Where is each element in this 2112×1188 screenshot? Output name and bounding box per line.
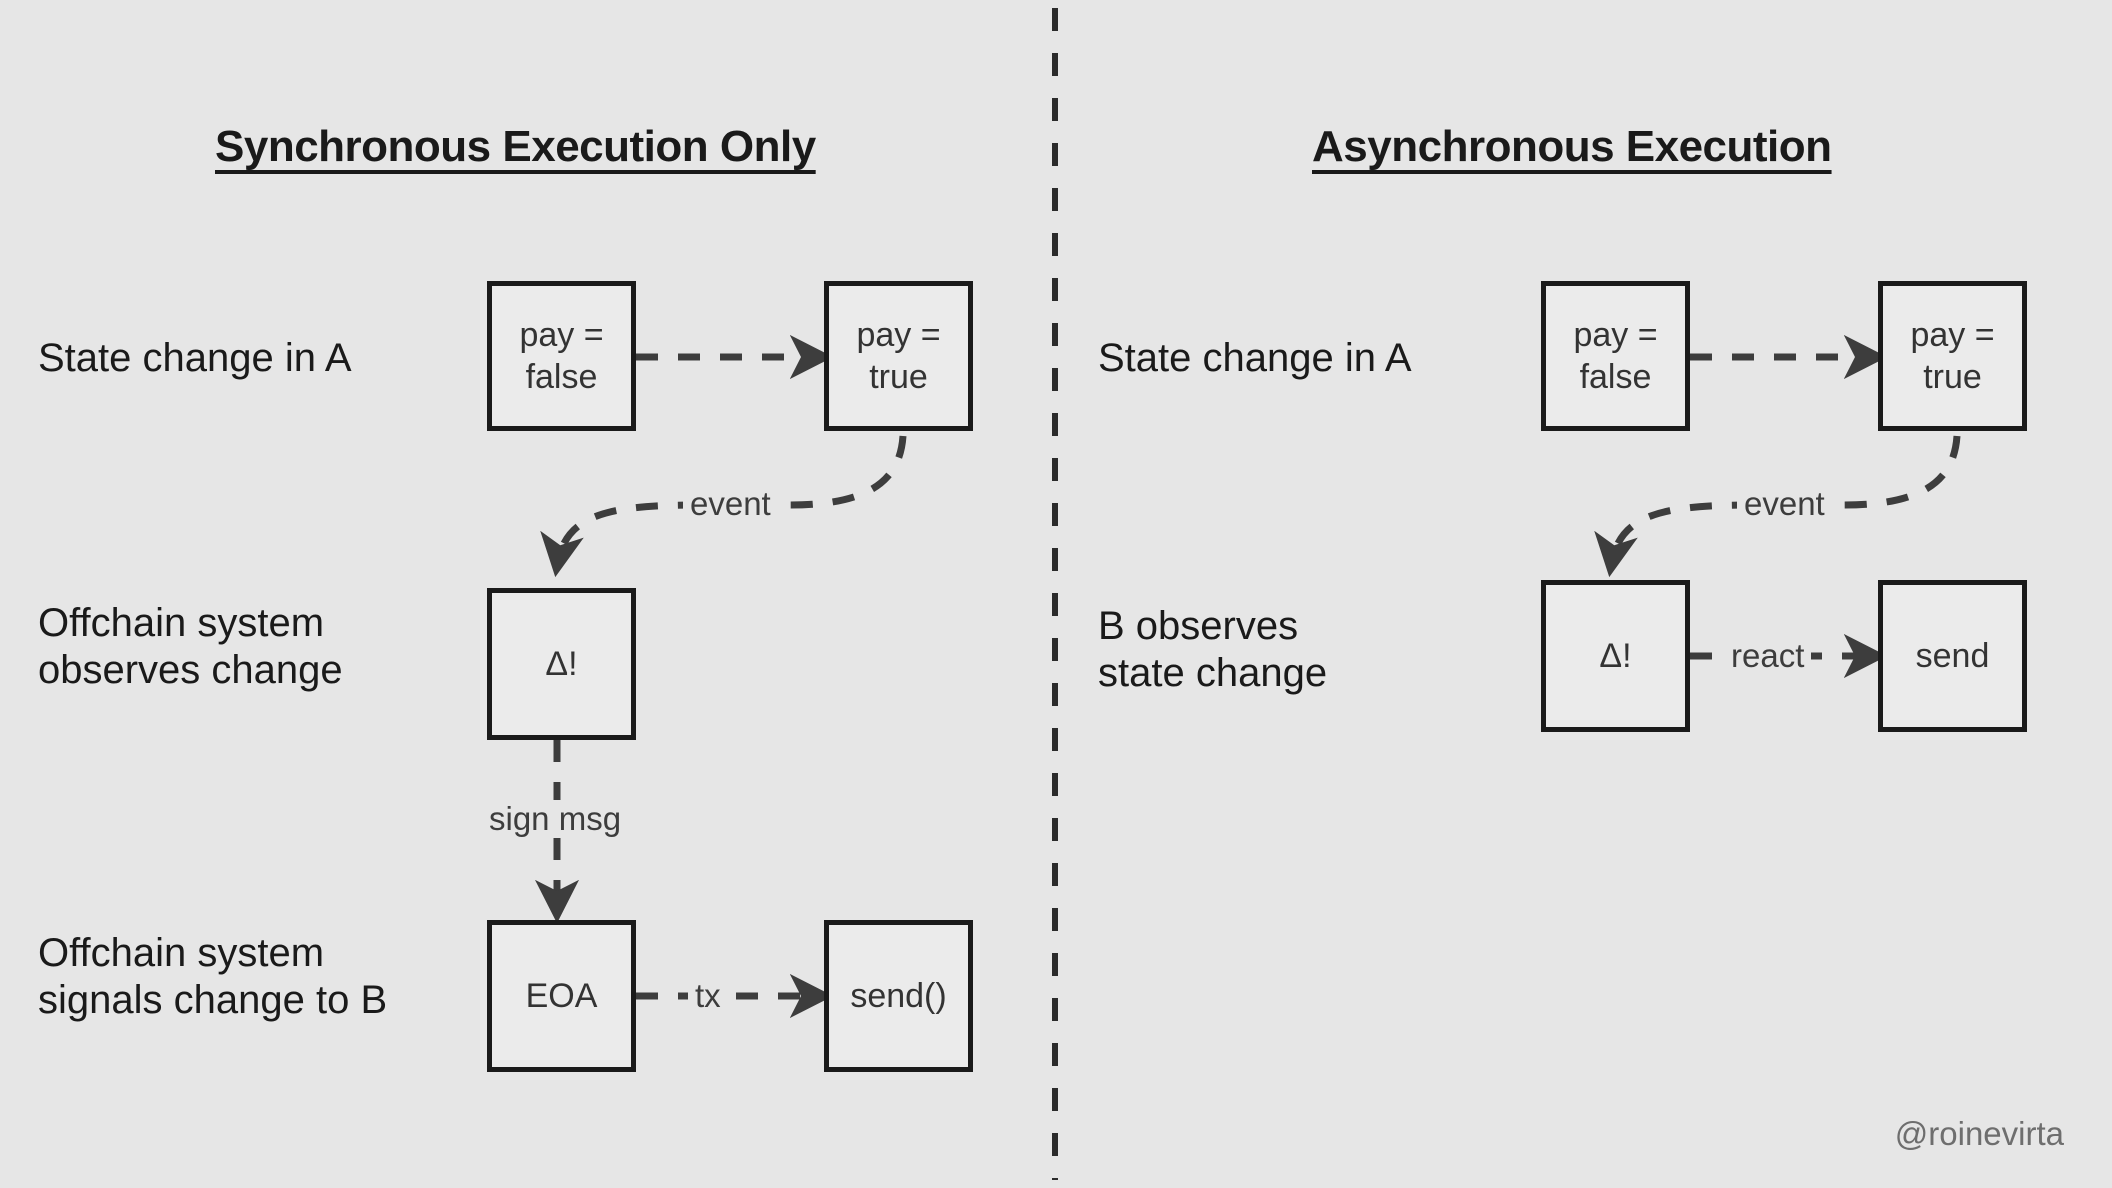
right-edge-label-react: react: [1724, 637, 1812, 675]
left-row-label-offchain-observes: Offchain system observes change: [38, 601, 343, 693]
left-row-label-state-change: State change in A: [38, 336, 352, 380]
right-node-pay-false-label: pay = false: [1573, 315, 1658, 397]
left-edge-label-tx: tx: [688, 977, 728, 1015]
left-node-delta-label: Δ!: [545, 644, 578, 683]
left-edge-label-sign-msg: sign msg: [482, 800, 629, 838]
left-panel-title: Synchronous Execution Only: [215, 122, 816, 171]
right-node-send-label: send: [1915, 636, 1990, 675]
right-node-delta-label: Δ!: [1599, 636, 1632, 675]
edge-event-right: [1843, 435, 1961, 509]
right-row-label-state-change: State change in A: [1098, 336, 1412, 380]
left-node-eoa[interactable]: EOA: [487, 920, 636, 1072]
right-node-pay-true-label: pay = true: [1910, 315, 1995, 397]
right-edge-label-event: event: [1737, 485, 1832, 523]
left-node-send-fn-label: send(): [850, 976, 947, 1015]
left-row-label-offchain-signals: Offchain system signals change to B: [38, 931, 388, 1023]
right-panel-title: Asynchronous Execution: [1312, 122, 1832, 171]
left-node-pay-false-label: pay = false: [519, 315, 604, 397]
left-node-delta[interactable]: Δ!: [487, 588, 636, 740]
edge-event-right-b: [1594, 501, 1755, 578]
left-node-eoa-label: EOA: [525, 976, 598, 1015]
left-node-pay-true[interactable]: pay = true: [824, 281, 973, 431]
left-edge-label-event: event: [683, 485, 778, 523]
right-node-send[interactable]: send: [1878, 580, 2027, 732]
watermark: @roinevirta roinevirta.com: [1857, 1070, 2064, 1188]
left-node-pay-false[interactable]: pay = false: [487, 281, 636, 431]
watermark-handle: @roinevirta: [1894, 1114, 2064, 1152]
right-node-pay-false[interactable]: pay = false: [1541, 281, 1690, 431]
right-node-pay-true[interactable]: pay = true: [1878, 281, 2027, 431]
right-row-label-b-observes: B observes state change: [1098, 604, 1328, 696]
left-node-send-fn[interactable]: send(): [824, 920, 973, 1072]
right-node-delta[interactable]: Δ!: [1541, 580, 1690, 732]
edge-event-left-b: [540, 501, 701, 578]
edge-event-left: [789, 435, 907, 509]
left-node-pay-true-label: pay = true: [856, 315, 941, 397]
